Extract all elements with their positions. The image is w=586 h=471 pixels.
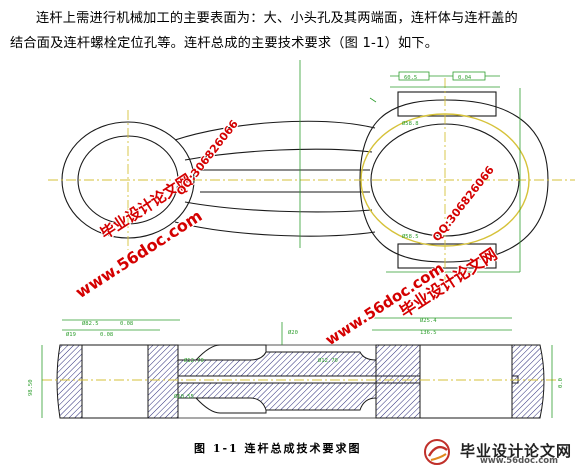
side-view: Ø82.5 0.08 Ø19 0.08 Ø25.4 136.5 Ø20 Ø12.… <box>28 317 564 419</box>
top-view: 60.5 0.04 Ø58.8 Ø58.5 <box>48 60 575 282</box>
logo-emblem-icon <box>424 439 450 465</box>
dim-136-5: 136.5 <box>420 330 437 336</box>
dim-98-50: 98.50 <box>28 379 34 396</box>
dim-d19: Ø19 <box>66 331 76 338</box>
dim-d25-4: Ø25.4 <box>420 317 437 324</box>
dim-d82-5: Ø82.5 <box>82 320 99 327</box>
small-end-hub-right <box>147 344 179 419</box>
dim-d10-55: Ø10.55 <box>174 393 194 400</box>
figure-caption: 图 1-1 连杆总成技术要求图 <box>194 442 362 455</box>
dim-0-08-b: 0.08 <box>100 332 113 338</box>
big-end-cap-bottom <box>397 243 497 269</box>
top-dimensions <box>299 60 521 273</box>
shank-neck-bottom <box>195 397 267 414</box>
dim-d58-5: Ø58.5 <box>402 233 419 240</box>
paragraph-line-1: 连杆上需进行机械加工的主要表面为：大、小头孔及其两端面，连杆体与连杆盖的 <box>36 11 518 26</box>
intro-paragraph: 连杆上需进行机械加工的主要表面为：大、小头孔及其两端面，连杆体与连杆盖的 结合面… <box>10 6 580 56</box>
shank-inner-upper <box>184 148 373 161</box>
paragraph-line-2: 结合面及连杆螺栓定位孔等。连杆总成的主要技术要求（图 1-1）如下。 <box>10 36 439 51</box>
dim-0-08-a: 0.08 <box>120 321 133 327</box>
shank-inner-lower <box>184 201 373 213</box>
dim-d58-8: Ø58.8 <box>402 120 419 127</box>
dim-d12-70-a: Ø12.70 <box>184 357 204 364</box>
logo-name: 毕业设计论文网 <box>460 442 573 460</box>
shank-neck-top <box>195 344 267 361</box>
big-end-hub-left <box>375 344 421 419</box>
shank-lower-edge <box>174 221 376 237</box>
shank-upper-edge <box>174 120 376 141</box>
small-end-bushing <box>81 344 149 419</box>
big-end-bore-section <box>419 344 513 419</box>
big-end-cap-top <box>397 91 497 117</box>
dim-0-0: 0.0 <box>558 378 564 388</box>
dim-60-5: 60.5 <box>404 75 417 81</box>
side-dimensions <box>41 317 553 418</box>
logo-url: www.56doc.com <box>480 456 558 466</box>
big-end-hub-right <box>511 344 545 419</box>
small-end-hub-left <box>56 344 83 419</box>
site-logo: 毕业设计论文网 www.56doc.com <box>420 436 586 467</box>
dim-d20: Ø20 <box>288 329 298 336</box>
dim-d12-70-b: Ø12.70 <box>318 357 338 364</box>
dim-0-04: 0.04 <box>458 75 472 81</box>
